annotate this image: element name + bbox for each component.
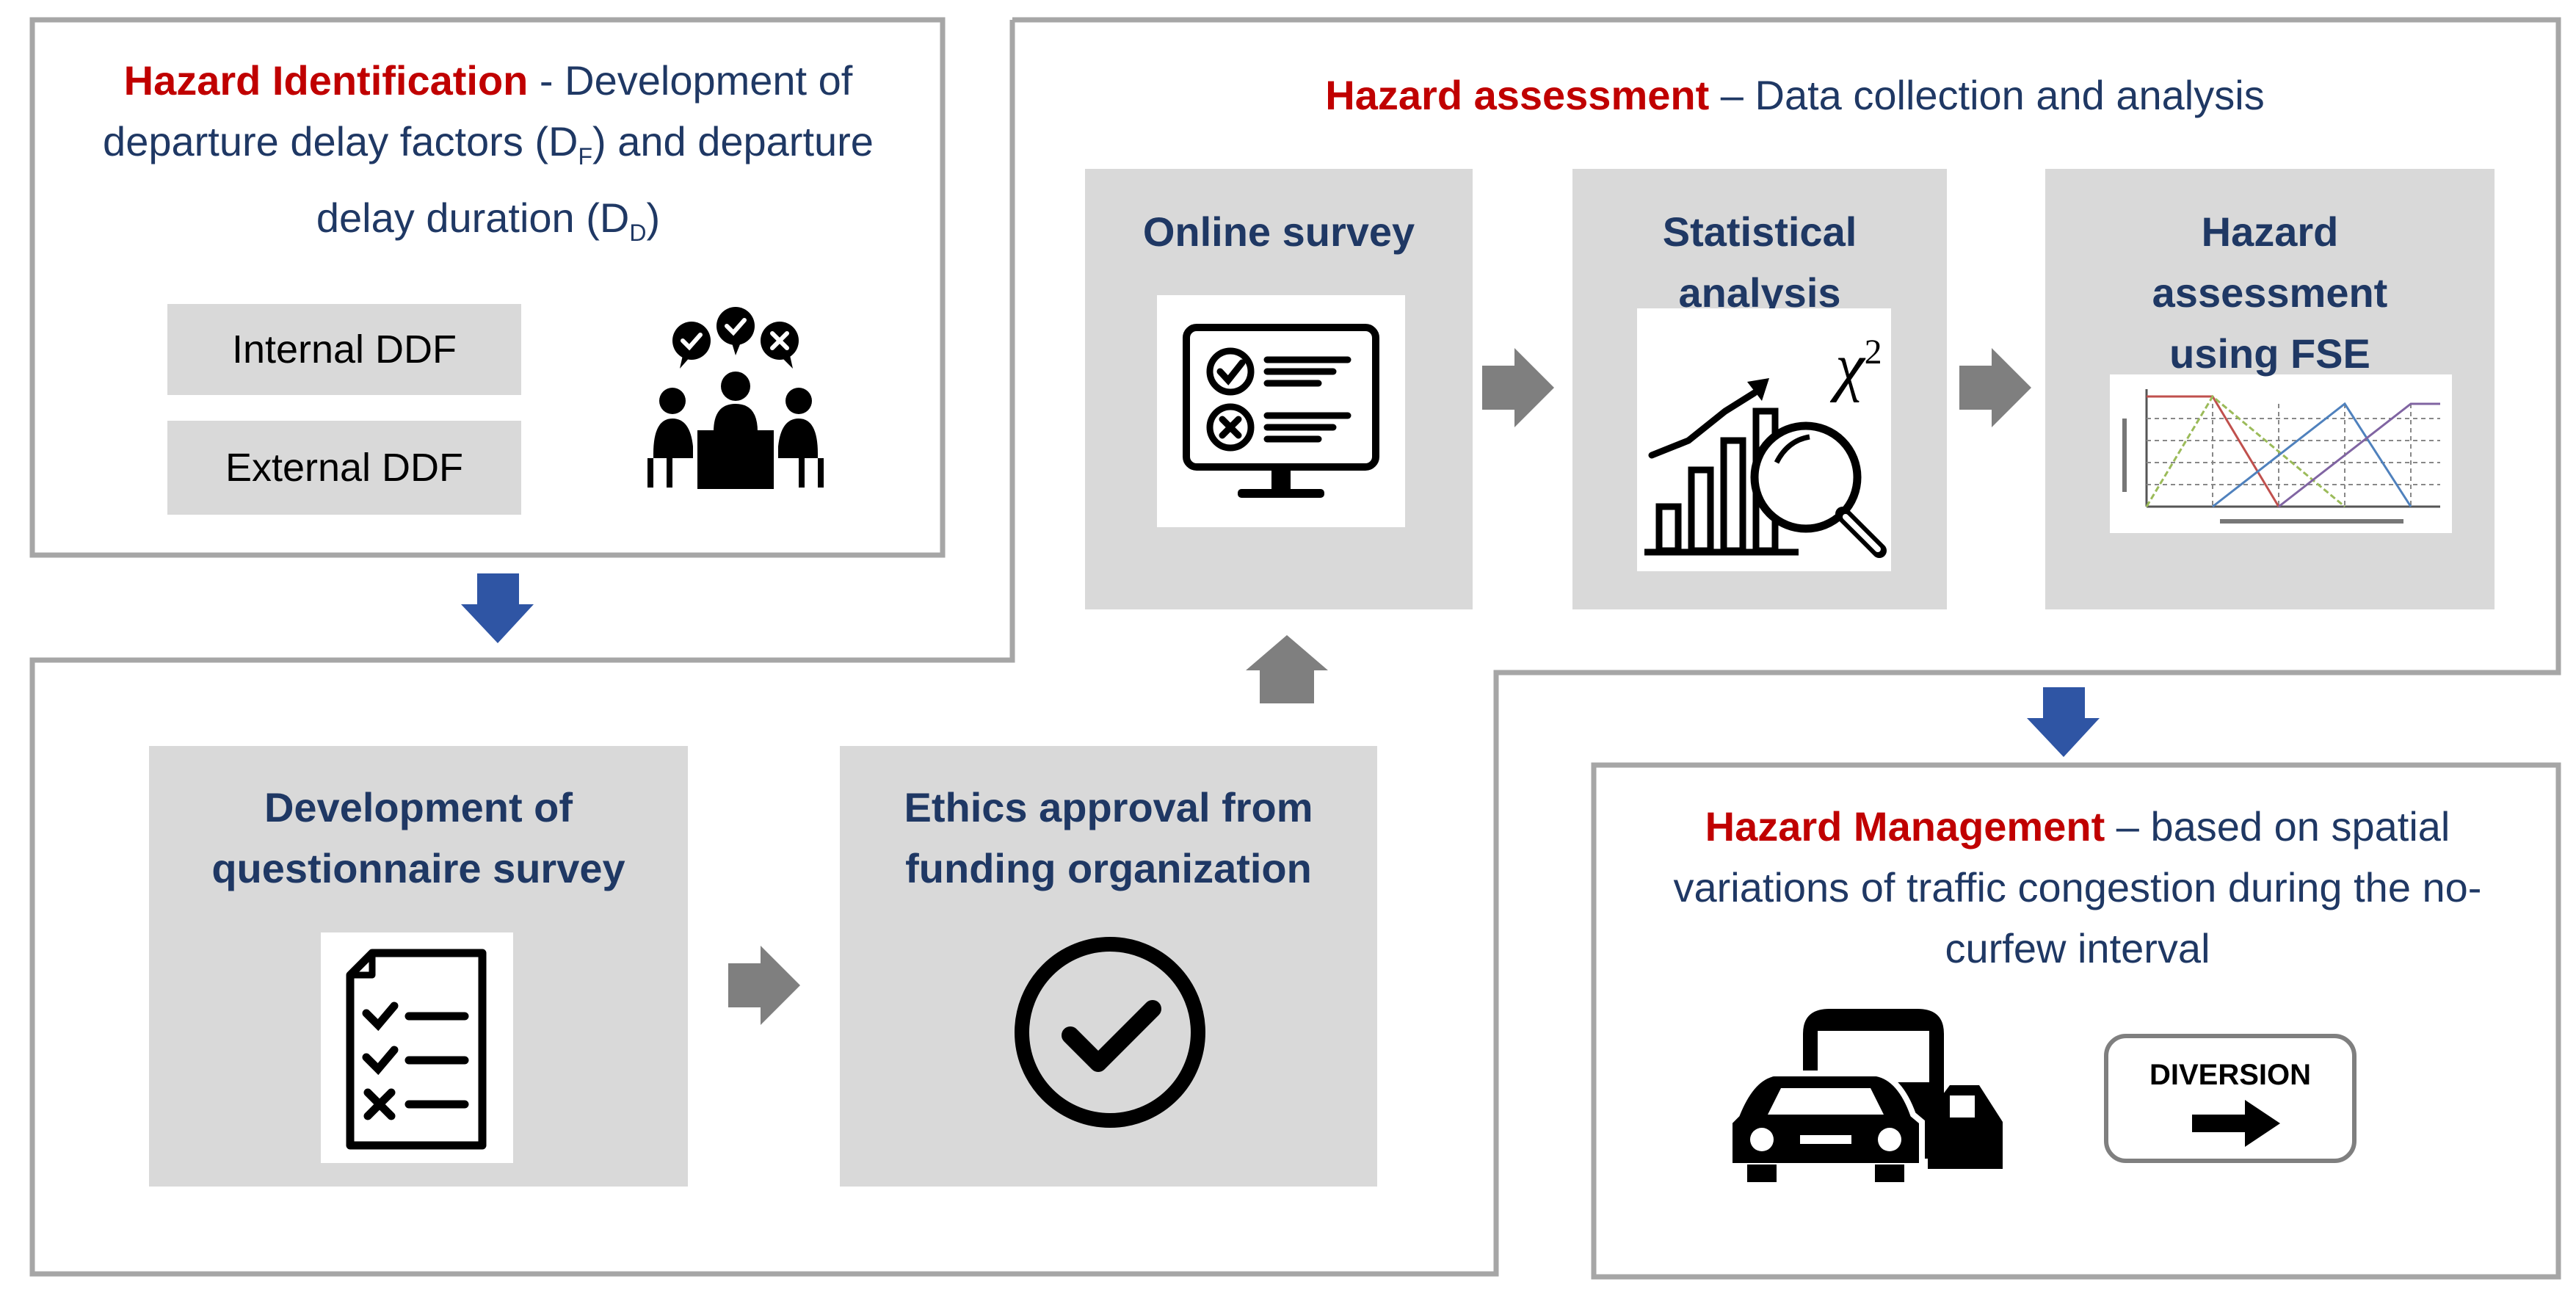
statistical-analysis-line-2: analysis [1678, 269, 1841, 316]
assessment-highlight: Hazard assessment [1325, 72, 1710, 118]
fse-line-2: assessment [2152, 269, 2388, 316]
statistical-analysis-picture: χ2 [1637, 308, 1891, 571]
fuzzy-membership-chart-icon [2122, 389, 2440, 524]
subscript-f: F [578, 143, 593, 170]
assessment-header: Hazard assessment – Data collection and … [1042, 65, 2547, 126]
statistical-analysis-box: Statistical analysis χ2 [1572, 169, 1947, 609]
step-arrow-right-3 [728, 946, 800, 1025]
step-arrow-up [1246, 635, 1328, 703]
identification-header: Hazard Identification - Development of d… [44, 50, 932, 264]
management-line-2: variations of traffic congestion during … [1673, 864, 2482, 910]
questionnaire-picture [321, 932, 513, 1163]
statistical-analysis-title: Statistical analysis [1572, 201, 1947, 323]
identification-line-2: departure delay factors (D [103, 118, 578, 164]
diversion-sign-text: DIVERSION [2149, 1059, 2312, 1091]
questionnaire-line-1: Development of [264, 784, 573, 830]
identification-panel-outline [29, 17, 946, 558]
external-ddf-tag: External DDF [167, 421, 521, 515]
checklist-document-icon [346, 949, 487, 1150]
flow-arrow-down-1 [461, 573, 534, 643]
identification-line-3-end: ) [646, 195, 661, 242]
right-arrow-icon [2192, 1100, 2280, 1147]
chi-exponent: 2 [1864, 333, 1882, 372]
questionnaire-line-2: questionnaire survey [211, 845, 625, 891]
management-header-rest: – based on spatial [2105, 803, 2450, 850]
identification-header-line-2: departure delay factors (DF) and departu… [44, 111, 932, 187]
upper-flow-outline [29, 17, 2561, 1277]
questionnaire-development-title: Development of questionnaire survey [149, 777, 688, 899]
ethics-approval-box: Ethics approval from funding organizatio… [840, 746, 1377, 1187]
traffic-vehicles-icon [1730, 1009, 2003, 1182]
step-arrow-right-2 [1959, 348, 2031, 427]
online-survey-monitor-icon [1183, 324, 1379, 498]
ethics-approval-title: Ethics approval from funding organizatio… [840, 777, 1377, 899]
ethics-line-1: Ethics approval from [904, 784, 1313, 830]
subscript-d: D [629, 220, 647, 247]
online-survey-picture [1157, 295, 1405, 527]
management-panel-outline [1591, 762, 2561, 1280]
identification-header-line-3: delay duration (DD) [44, 187, 932, 264]
identification-line-3: delay duration (D [316, 195, 630, 242]
fse-line-1: Hazard [2201, 209, 2339, 255]
questionnaire-development-box: Development of questionnaire survey [149, 746, 688, 1187]
ethics-line-2: funding organization [905, 845, 1312, 891]
chi-symbol: χ [1835, 330, 1865, 403]
check-circle-icon [1015, 937, 1205, 1128]
identification-header-rest: - Development of [528, 57, 853, 104]
fse-assessment-title: Hazard assessment using FSE [2045, 201, 2495, 384]
management-header: Hazard Management – based on spatial var… [1604, 796, 2551, 979]
meeting-people-icon [647, 307, 824, 489]
identification-highlight: Hazard Identification [123, 57, 529, 104]
bar-chart-magnifier-icon [1644, 378, 1887, 558]
online-survey-box: Online survey [1085, 169, 1473, 609]
fse-assessment-box: Hazard assessment using FSE [2045, 169, 2495, 609]
online-survey-title: Online survey [1142, 209, 1415, 255]
assessment-header-rest: – Data collection and analysis [1709, 72, 2265, 118]
management-header-line-1: Hazard Management – based on spatial [1604, 796, 2551, 857]
chi-squared-symbol: χ2 [1835, 308, 1891, 403]
statistical-analysis-line-1: Statistical [1662, 209, 1857, 255]
step-arrow-right-1 [1482, 348, 1554, 427]
management-highlight: Hazard Management [1705, 803, 2105, 850]
diversion-sign-icon: DIVERSION [2104, 1034, 2357, 1163]
fse-chart-picture [2110, 374, 2452, 533]
management-line-3: curfew interval [1945, 925, 2210, 971]
internal-ddf-tag: Internal DDF [167, 304, 521, 395]
identification-line-2-end: ) and departure [592, 118, 874, 164]
identification-header-line-1: Hazard Identification - Development of [44, 50, 932, 111]
fse-line-3: using FSE [2169, 330, 2370, 377]
flow-arrow-down-2 [2027, 687, 2100, 757]
